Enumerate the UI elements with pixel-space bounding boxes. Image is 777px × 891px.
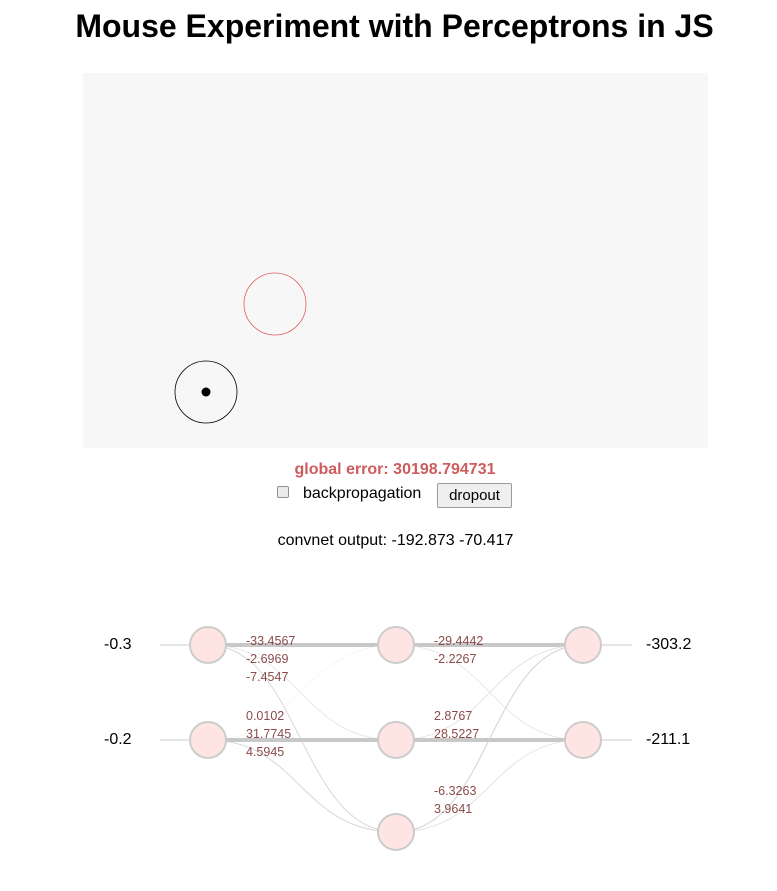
convnet-output-label: convnet output: xyxy=(277,532,388,549)
edge-h2-o1 xyxy=(395,644,584,741)
canvas-drawing xyxy=(174,272,307,424)
edge-h3-o2 xyxy=(395,739,584,833)
mouse-circle[interactable] xyxy=(174,360,238,424)
weight-label: 0.0102 xyxy=(246,709,285,723)
output-node-2 xyxy=(564,721,602,759)
experiment-canvas[interactable] xyxy=(83,73,708,448)
target-circle xyxy=(243,272,307,336)
edge-i1-h2 xyxy=(207,644,397,741)
global-error: global error: 30198.794731 xyxy=(0,461,777,479)
edge-h3-o1 xyxy=(395,644,584,833)
weight-label: -33.4567 xyxy=(246,634,296,648)
weight-label: 3.9641 xyxy=(434,802,473,816)
mouse-dot xyxy=(201,387,211,397)
output-value-2: -211.1 xyxy=(646,731,691,748)
page-title: Mouse Experiment with Perceptrons in JS xyxy=(75,8,714,44)
output-value-1: -303.2 xyxy=(646,636,692,653)
backpropagation-label: backpropagation xyxy=(303,485,422,502)
global-error-label: global error: xyxy=(294,461,389,478)
output-node-1 xyxy=(564,626,602,664)
weight-label: -7.4547 xyxy=(246,670,289,684)
network-diagram xyxy=(160,626,632,851)
backpropagation-checkbox[interactable] xyxy=(277,486,289,498)
weight-label: -29.4442 xyxy=(434,634,484,648)
weight-label: 28.5227 xyxy=(434,727,480,741)
dropout-button[interactable]: dropout xyxy=(437,483,512,508)
convnet-output-values: -192.873 -70.417 xyxy=(391,532,514,549)
weight-label: -2.2267 xyxy=(434,652,477,666)
edge-i2-h3 xyxy=(207,739,397,833)
controls-row: backpropagation dropout xyxy=(277,482,537,510)
weight-label: 2.8767 xyxy=(434,709,473,723)
input-value-2: -0.2 xyxy=(104,731,132,748)
hidden-node-2 xyxy=(377,721,415,759)
edge-i2-h1 xyxy=(207,644,397,741)
weights-hidden-2: 2.8767 28.5227 xyxy=(434,707,479,743)
weight-label: -6.3263 xyxy=(434,784,477,798)
input-node-1 xyxy=(189,626,227,664)
global-error-value: 30198.794731 xyxy=(393,461,496,478)
input-node-2 xyxy=(189,721,227,759)
hidden-node-3 xyxy=(377,813,415,851)
weight-label: 4.5945 xyxy=(246,745,285,759)
weights-input-2: 0.0102 31.7745 4.5945 xyxy=(246,707,291,761)
weights-hidden-3: -6.3263 3.9641 xyxy=(434,782,476,818)
weights-input-1: -33.4567 -2.6969 -7.4547 xyxy=(246,632,295,686)
weight-label: 31.7745 xyxy=(246,727,292,741)
convnet-output: convnet output: -192.873 -70.417 xyxy=(0,532,777,550)
weights-hidden-1: -29.4442 -2.2267 xyxy=(434,632,483,668)
input-value-1: -0.3 xyxy=(104,636,132,653)
hidden-node-1 xyxy=(377,626,415,664)
weight-label: -2.6969 xyxy=(246,652,289,666)
